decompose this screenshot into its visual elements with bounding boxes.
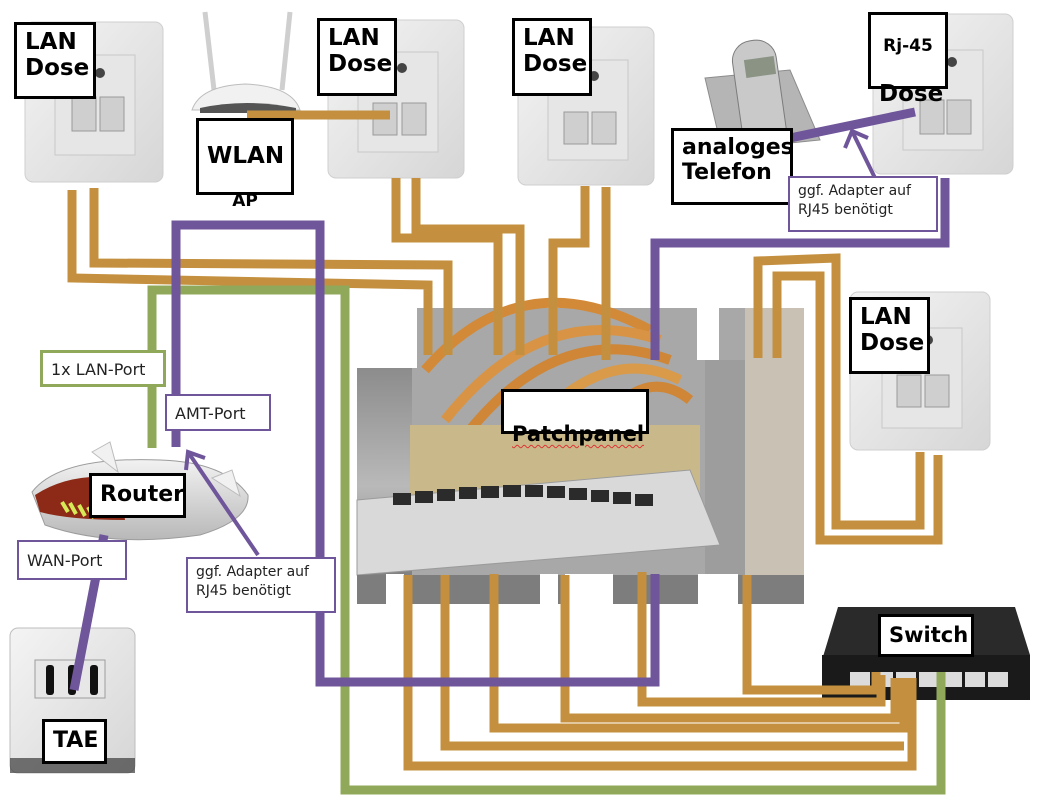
annotation-arrows (184, 128, 877, 557)
cable-dose1-b (89, 188, 453, 355)
router-label: Router (89, 473, 186, 518)
lan-dose-2-label: LAN Dose (317, 18, 397, 96)
amt-port-note: AMT-Port (165, 394, 271, 431)
wlan-ap-icon (191, 11, 301, 113)
cable-pp-sw-5 (742, 575, 881, 695)
adapter-note-bottom-line1: ggf. Adapter auf (196, 564, 309, 580)
cable-router-amt (171, 220, 660, 687)
cable-dose3-a (548, 186, 590, 355)
patchpanel-label-text: Patchpanel (512, 422, 645, 447)
cable-dose1-a (67, 190, 433, 355)
switch-icon: D-Link (822, 607, 1030, 700)
cable-dose2-b (411, 178, 525, 355)
patchpanel-label: Patchpanel (501, 389, 649, 446)
adapter-note-top-line1: ggf. Adapter auf (798, 183, 911, 199)
cable-dose2-a (391, 178, 503, 355)
tae-label: TAE (42, 719, 107, 764)
cable-phone-rj45 (789, 107, 916, 143)
rj45-dose-label-line1: Rj-45 (883, 36, 933, 57)
lan-dose-4-label: LAN Dose (849, 297, 930, 374)
lan-port-note: 1x LAN-Port (40, 350, 166, 387)
cable-pp-sw-3 (440, 575, 904, 751)
wlan-ap-label: WLAN AP (196, 118, 294, 211)
adapter-note-top: ggf. Adapter auf RJ45 benötigt (788, 176, 938, 232)
cable-pp-rj45 (650, 178, 950, 360)
lan-dose-3-label: LAN Dose (512, 18, 592, 96)
cable-pp-sw-4 (560, 575, 900, 723)
lan-dose-1-label: LAN Dose (14, 22, 96, 99)
rj45-dose-label: Rj-45 Dose (868, 12, 948, 107)
switch-label: Switch (878, 614, 974, 657)
wlan-ap-label-line1: WLAN (207, 143, 285, 170)
wlan-ap-label-line2: AP (232, 191, 258, 212)
cable-pp-sw-1 (637, 572, 886, 707)
phone-label: analoges Telefon (671, 128, 794, 205)
cable-pp-sw-6 (403, 575, 917, 771)
cable-dose4-a (753, 253, 925, 530)
adapter-note-top-line2: RJ45 benötigt (798, 201, 893, 218)
cable-dose4-b (772, 271, 943, 545)
cable-router-lan (147, 285, 946, 795)
adapter-note-bottom: ggf. Adapter auf RJ45 benötigt (186, 557, 336, 613)
uplink-cable (147, 285, 946, 795)
lan-cables (67, 110, 943, 771)
rj45-dose-label-line2: Dose (879, 81, 944, 108)
cable-pp-sw-2 (489, 574, 909, 733)
adapter-note-bottom-line2: RJ45 benötigt (196, 582, 291, 599)
wan-port-note: WAN-Port (17, 540, 127, 580)
